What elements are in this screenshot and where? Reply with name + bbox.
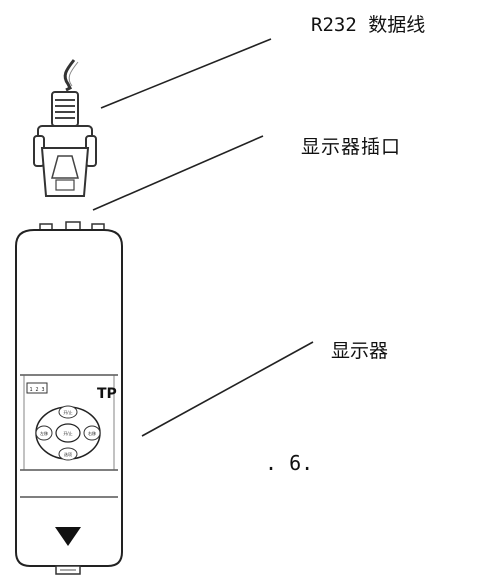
display-device: TP 开/止 左移 右移 选项 开/止 1 2 3 bbox=[15, 221, 123, 575]
keypad-up-label: 开/止 bbox=[63, 409, 72, 415]
keypad-right-label: 右移 bbox=[88, 430, 96, 436]
cable-wire bbox=[63, 59, 76, 92]
rs232-connector bbox=[33, 91, 97, 197]
cable-wire-inner bbox=[68, 61, 79, 87]
screen-tag-text: 1 2 3 bbox=[29, 387, 44, 393]
leader-line-cable bbox=[100, 38, 272, 109]
leader-line-port bbox=[92, 135, 264, 211]
keypad-down-label: 选项 bbox=[64, 451, 72, 457]
leader-line-display bbox=[141, 341, 314, 437]
keypad-center-button bbox=[55, 423, 81, 443]
keypad-left-button bbox=[35, 425, 53, 441]
label-display: 显示器 bbox=[331, 340, 389, 362]
figure-number: . 6. bbox=[265, 451, 314, 475]
screen-tag-box bbox=[26, 382, 48, 394]
brand-logo: TP bbox=[97, 386, 117, 402]
keypad-up-button bbox=[58, 405, 78, 419]
label-display-port: 显示器插口 bbox=[301, 136, 402, 158]
keypad-right-button bbox=[83, 425, 101, 441]
keypad-left-label: 左移 bbox=[40, 430, 48, 436]
keypad-down-button bbox=[58, 447, 78, 461]
label-rs232-cable: R232 数据线 bbox=[311, 14, 426, 36]
down-arrow-icon bbox=[55, 527, 81, 546]
keypad-center-label: 开/止 bbox=[63, 430, 72, 436]
